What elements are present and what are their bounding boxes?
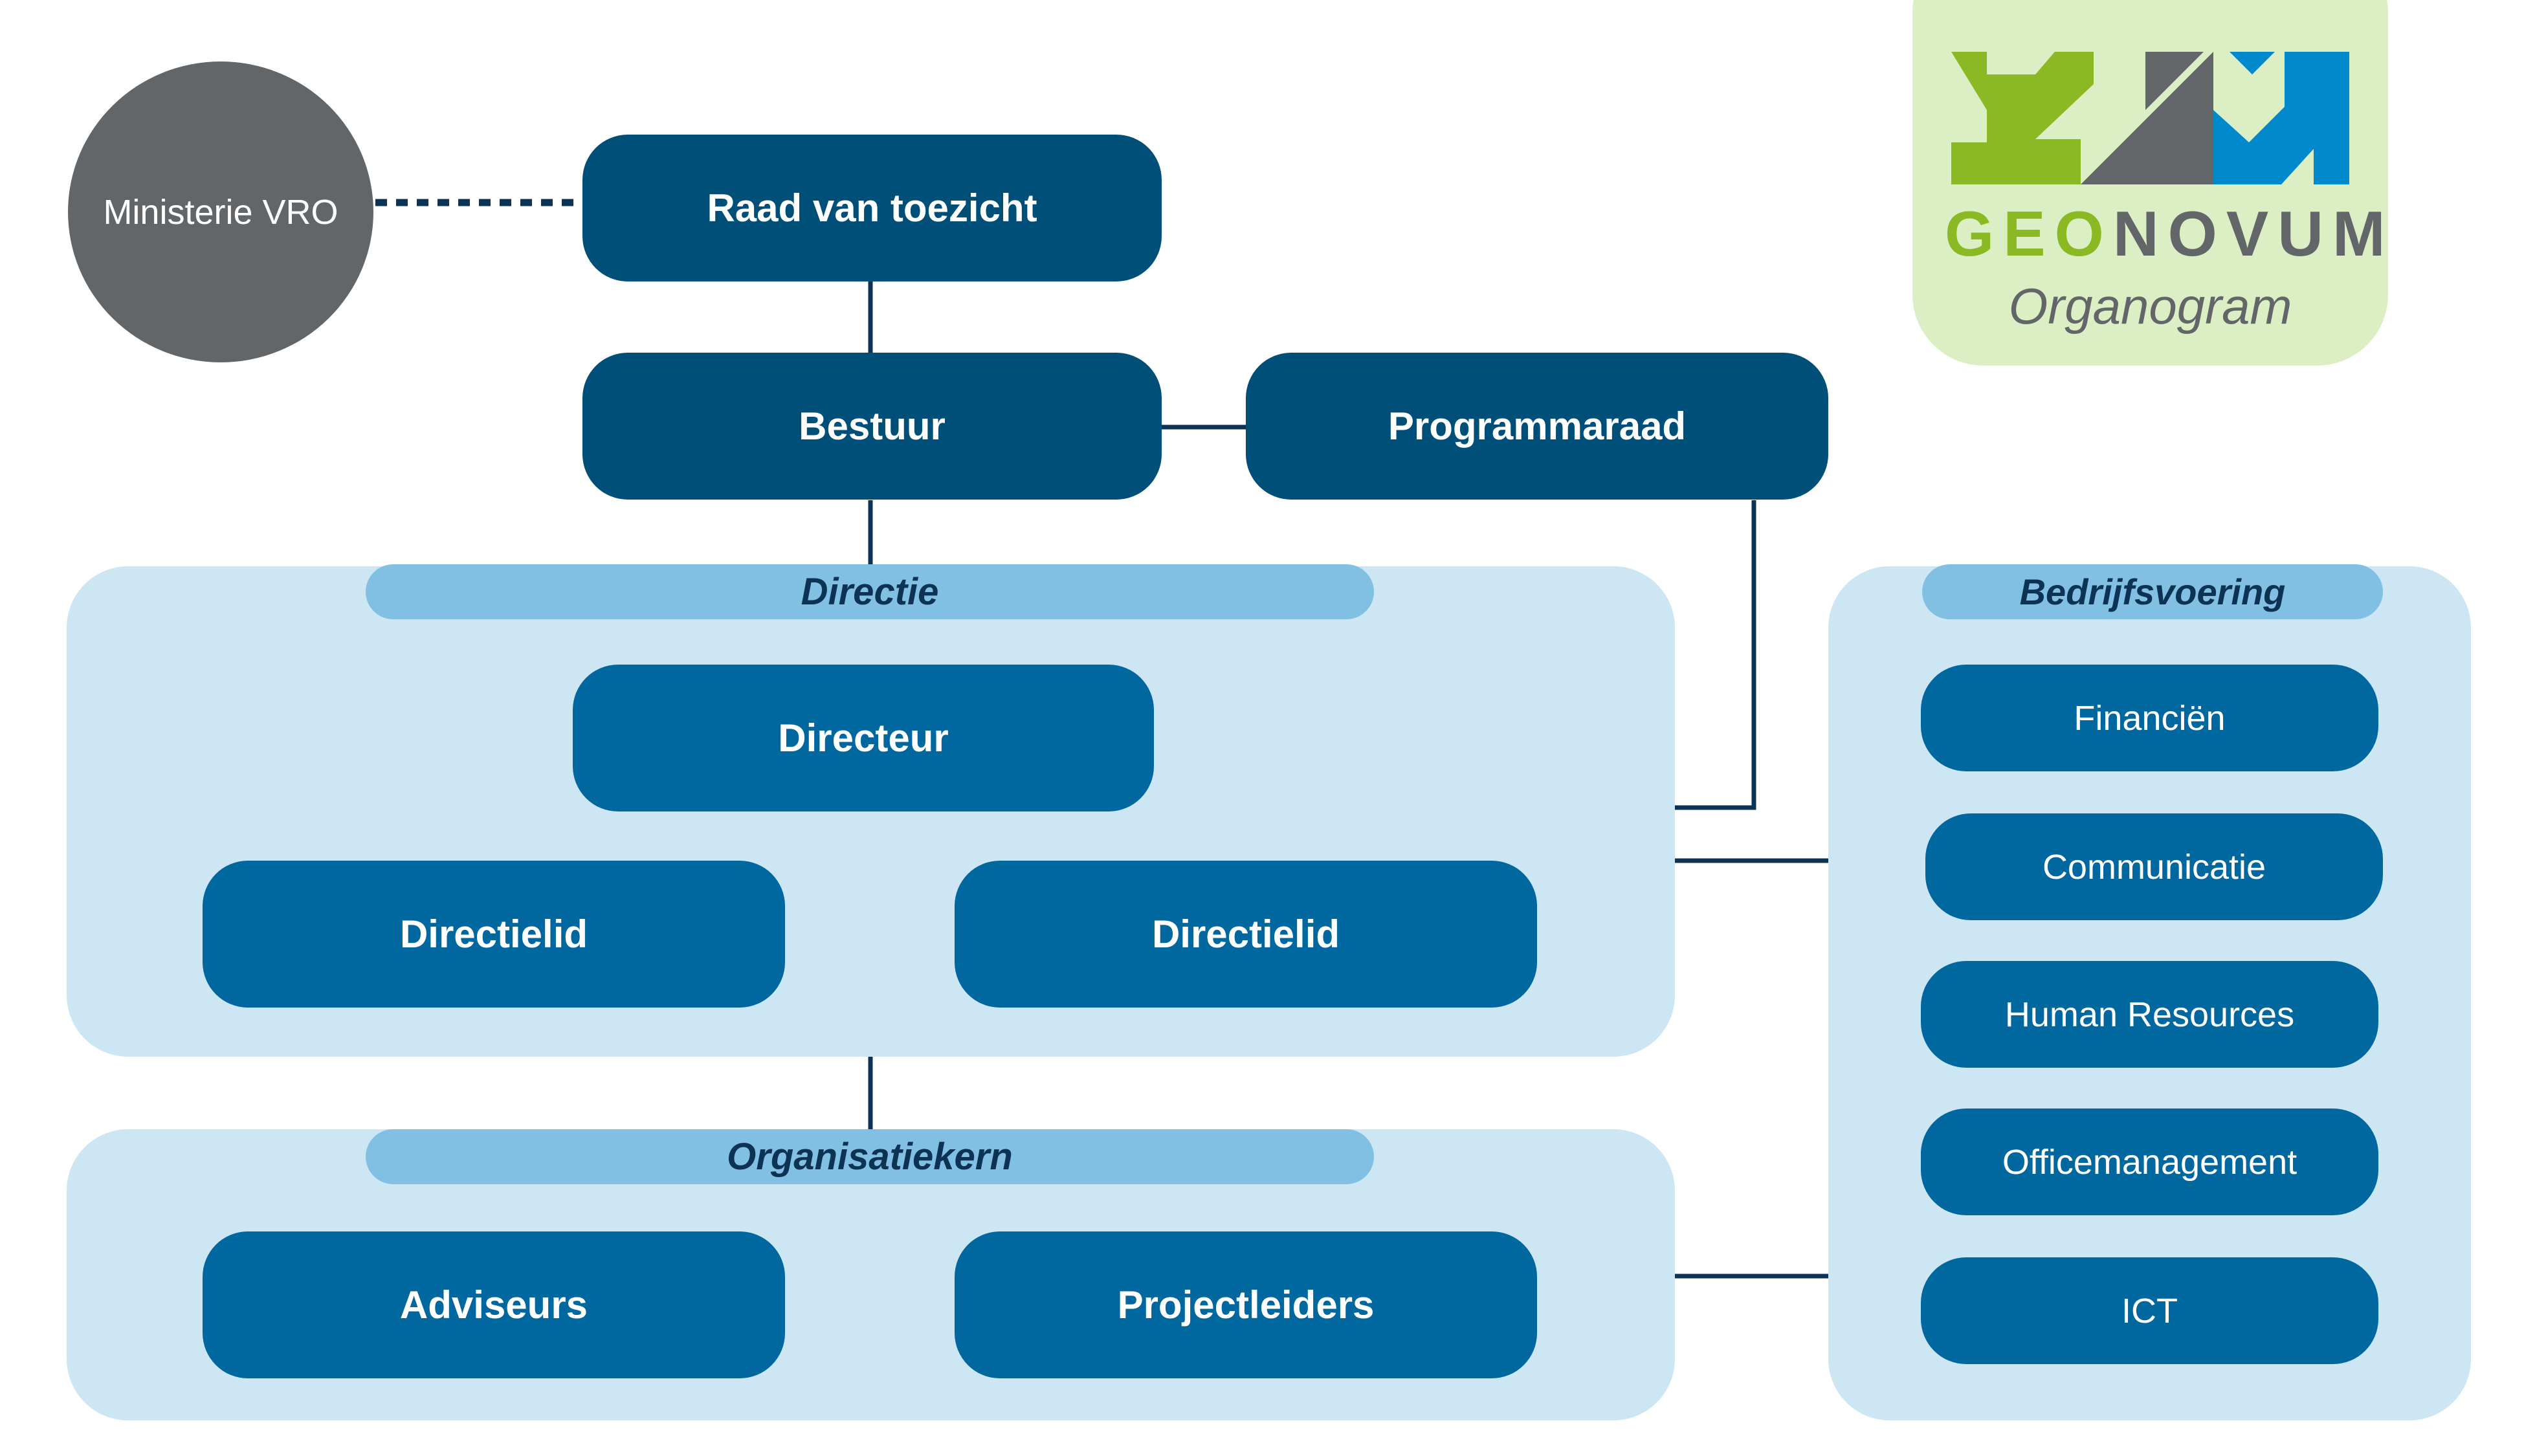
logo-wordmark: GEONOVUM [1945,197,2386,270]
directie-title: Directie [366,564,1374,619]
bedrijfsvoering-item-label: Human Resources [2004,995,2295,1034]
programmaraad-node: Programmaraad [1246,353,1828,500]
ministry-circle: Ministerie VRO [68,61,373,362]
bestuur-label: Bestuur [799,404,946,448]
directielid-left-label: Directielid [399,912,588,956]
adviseurs-node: Adviseurs [203,1231,785,1378]
bedrijfsvoering-item-communicatie: Communicatie [1925,813,2383,920]
geonovum-logo-icon [1951,52,2349,184]
connector-programmaraad-directie [1675,500,1756,810]
logo-subtitle: Organogram [2008,278,2292,335]
directielid-right-label: Directielid [1151,912,1340,956]
ministry-label: Ministerie VRO [103,192,338,232]
bedrijfsvoering-item-label: Officemanagement [2002,1142,2297,1182]
logo-word-geo: GEO [1945,198,2113,269]
directielid-right-node: Directielid [955,861,1537,1008]
directeur-node: Directeur [573,665,1154,811]
bedrijfsvoering-item-label: Communicatie [2042,847,2266,887]
bedrijfsvoering-title-label: Bedrijfsvoering [2019,571,2286,612]
directielid-left-node: Directielid [203,861,785,1008]
bedrijfsvoering-item-label: ICT [2121,1291,2178,1330]
bedrijfsvoering-item-label: Financiën [2074,698,2226,738]
bedrijfsvoering-item-ict: ICT [1921,1257,2378,1364]
raad-van-toezicht-label: Raad van toezicht [707,186,1037,230]
directie-title-label: Directie [801,571,939,613]
programmaraad-label: Programmaraad [1388,404,1687,448]
organisatiekern-title-label: Organisatiekern [727,1136,1013,1178]
bedrijfsvoering-item-officemanagement: Officemanagement [1921,1109,2378,1215]
bedrijfsvoering-item-human-resources: Human Resources [1921,961,2378,1068]
projectleiders-label: Projectleiders [1117,1283,1375,1327]
bedrijfsvoering-title: Bedrijfsvoering [1922,564,2383,619]
organisatiekern-title: Organisatiekern [366,1129,1374,1184]
logo-word-novum: NOVUM [2112,198,2395,269]
bedrijfsvoering-item-financien: Financiën [1921,665,2378,771]
projectleiders-node: Projectleiders [955,1231,1537,1378]
bestuur-node: Bestuur [582,353,1162,500]
directeur-label: Directeur [778,716,949,760]
raad-van-toezicht-node: Raad van toezicht [582,135,1162,281]
adviseurs-label: Adviseurs [399,1283,588,1327]
